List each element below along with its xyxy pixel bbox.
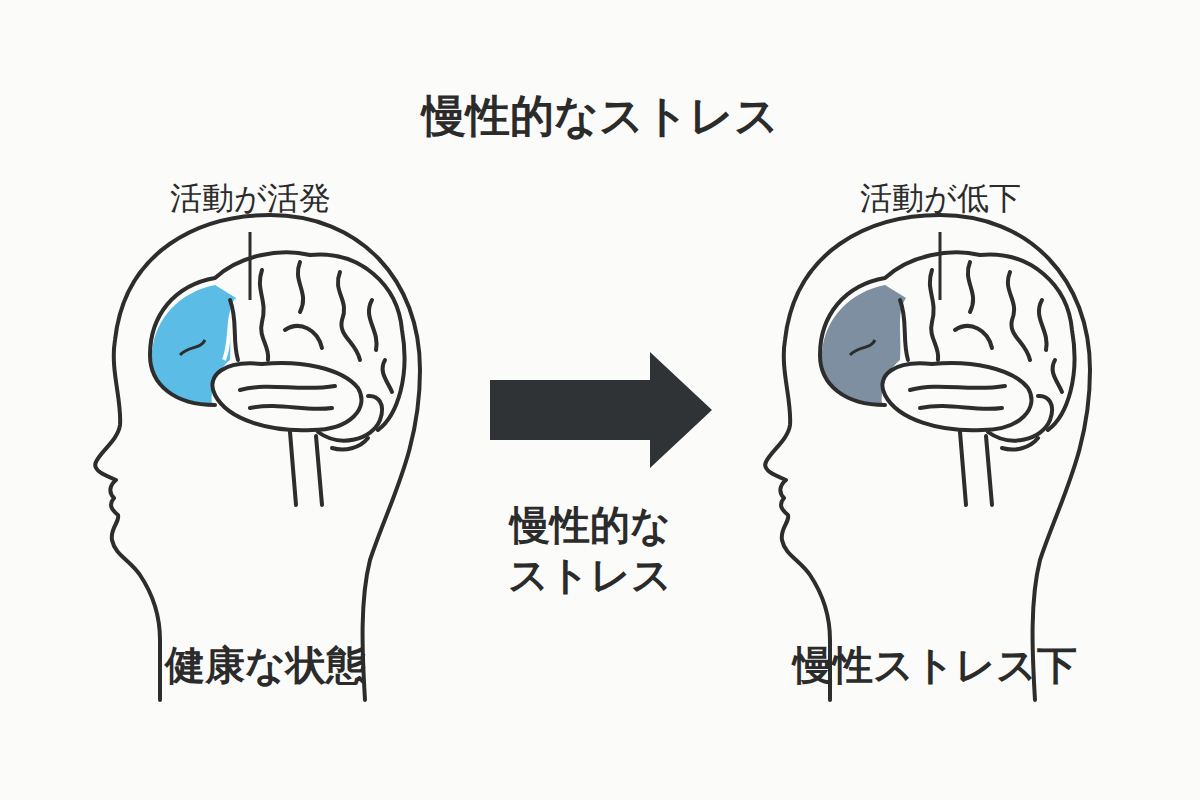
brain bbox=[820, 252, 1075, 505]
callout-label: 活動が活発 bbox=[170, 178, 331, 218]
diagram-title: 慢性的なストレス bbox=[422, 88, 779, 143]
state-caption: 慢性ストレス下 bbox=[793, 640, 1077, 690]
head-outline bbox=[95, 215, 420, 700]
brain bbox=[150, 252, 405, 505]
state-caption: 健康な状態 bbox=[165, 640, 366, 690]
head-outline bbox=[765, 215, 1090, 700]
leader-line bbox=[249, 232, 252, 300]
leader-line bbox=[939, 232, 942, 300]
transition-arrow bbox=[490, 352, 712, 468]
callout-label: 活動が低下 bbox=[860, 178, 1021, 218]
arrow-label: 慢性的な ストレス bbox=[500, 500, 680, 600]
